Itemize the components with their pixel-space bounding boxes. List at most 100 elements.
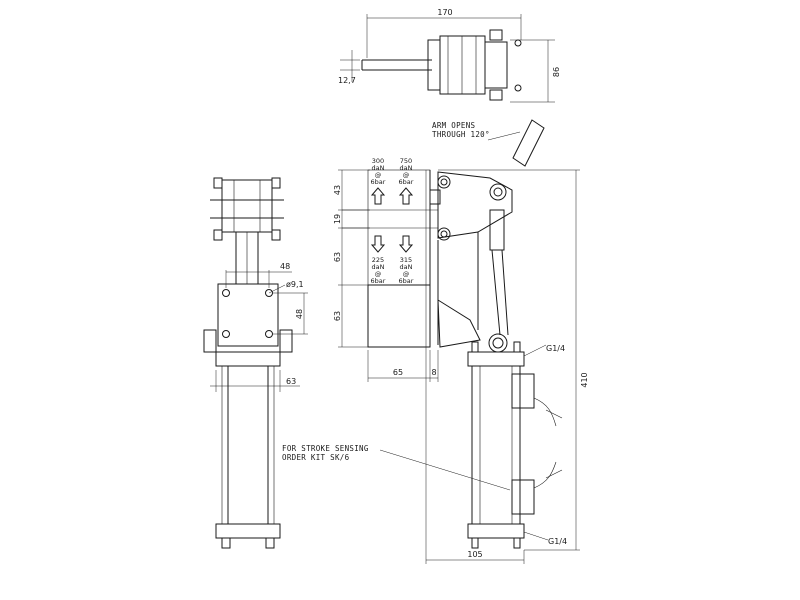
dim-43: 43 — [333, 185, 342, 195]
side-view: 43 19 63 63 300 daN @ 6bar 750 daN @ 6ba… — [282, 157, 589, 564]
piston-rod — [491, 249, 501, 336]
nut-mid — [213, 229, 223, 241]
svg-text:@: @ — [403, 270, 410, 278]
stop-tab — [429, 189, 441, 205]
cylinder-top-cap — [215, 351, 281, 367]
dim-rod: 12,7 — [338, 76, 356, 85]
nut-top — [489, 29, 503, 41]
side-nut — [203, 329, 217, 353]
side-nut — [279, 329, 293, 353]
mounting-hole — [222, 289, 230, 297]
svg-text:daN: daN — [372, 263, 385, 271]
nut-mid — [271, 229, 281, 241]
pivot-circle — [437, 175, 451, 189]
pivot-circle-inner — [440, 178, 448, 186]
piston-rod-upper — [489, 209, 505, 251]
dim-65: 65 — [393, 368, 403, 377]
mounting-hole — [265, 330, 273, 338]
dim-105: 105 — [467, 550, 482, 559]
svg-text:daN: daN — [400, 164, 413, 172]
piston-rod — [501, 249, 509, 336]
port-bottom-label: G1/4 — [548, 537, 567, 546]
dim-410: 410 — [580, 372, 589, 387]
clamp-head-body — [439, 35, 486, 95]
nut-bottom — [265, 537, 275, 549]
rod-end-circle — [488, 333, 508, 353]
cylinder-bottom-cap — [467, 523, 525, 539]
stroke-sensor-upper — [511, 373, 535, 409]
dim-86: 86 — [552, 67, 561, 77]
nut-bottom — [471, 537, 479, 549]
arrow-up-icon — [370, 187, 386, 205]
arrow-down-icon — [398, 235, 414, 253]
head-frame — [221, 179, 273, 233]
svg-text:6bar: 6bar — [399, 178, 414, 186]
leader-line — [268, 284, 286, 294]
sensor-note-line-2: ORDER KIT SK/6 — [282, 453, 350, 462]
dim-63-lower: 63 — [333, 311, 342, 321]
dim-63-upper: 63 — [333, 252, 342, 262]
leader-line — [487, 131, 521, 141]
pivot-circle — [489, 183, 507, 201]
sensor-cable — [533, 397, 557, 427]
dim-hole: ø9,1 — [286, 280, 304, 289]
clamp-arm — [437, 171, 513, 239]
nut-bottom — [513, 537, 521, 549]
svg-text:@: @ — [375, 270, 382, 278]
nut-top — [513, 341, 521, 353]
opened-arm-outline — [512, 119, 545, 167]
nut-top — [271, 177, 281, 189]
svg-text:300: 300 — [372, 157, 384, 165]
bolt-circle — [514, 84, 522, 92]
dim-8: 8 — [431, 368, 436, 377]
svg-text:750: 750 — [400, 157, 412, 165]
nut-bottom — [221, 537, 231, 549]
arm-opening-note: ARM OPENS THROUGH 120° — [432, 119, 545, 167]
svg-text:6bar: 6bar — [399, 277, 414, 285]
leader-line — [379, 449, 511, 491]
svg-text:@: @ — [403, 171, 410, 179]
nut-bottom — [489, 89, 503, 101]
rod-end-circle-inner — [492, 337, 504, 349]
force-close-a: 225 daN @ 6bar — [370, 235, 386, 285]
cable-break-mark — [545, 469, 563, 479]
svg-text:225: 225 — [372, 256, 384, 264]
svg-text:6bar: 6bar — [371, 178, 386, 186]
cable-break-mark — [545, 409, 563, 419]
dim-48-side: 48 — [295, 309, 304, 319]
nut-top — [471, 341, 479, 353]
port-top-label: G1/4 — [546, 344, 565, 353]
dim-63: 63 — [286, 377, 296, 386]
svg-text:6bar: 6bar — [371, 277, 386, 285]
arrow-down-icon — [370, 235, 386, 253]
cylinder-bottom-cap — [215, 523, 281, 539]
dim-19: 19 — [333, 214, 342, 224]
cylinder-barrel — [471, 365, 521, 525]
front-view: 48 ø9,1 48 63 — [203, 177, 308, 549]
force-close-b: 315 daN @ 6bar — [398, 235, 414, 285]
mounting-plate — [217, 283, 279, 347]
force-open-b: 750 daN @ 6bar — [398, 157, 414, 205]
dim-48-top: 48 — [280, 262, 290, 271]
clamp-head-plate — [427, 39, 441, 91]
bolt-circle — [514, 39, 522, 47]
link-plate — [437, 299, 481, 348]
clevis — [484, 41, 508, 89]
svg-text:daN: daN — [400, 263, 413, 271]
stroke-sensor-lower — [511, 479, 535, 515]
arm-note-line-2: THROUGH 120° — [432, 130, 490, 139]
mounting-hole — [222, 330, 230, 338]
arm-note-line-1: ARM OPENS — [432, 121, 476, 130]
arrow-up-icon — [398, 187, 414, 205]
nut-top — [213, 177, 223, 189]
pivot-circle — [437, 227, 451, 241]
pivot-circle-inner — [493, 187, 503, 197]
leader-line — [523, 344, 547, 357]
cylinder-top-cap — [467, 351, 525, 367]
leader-line — [523, 531, 549, 541]
svg-text:daN: daN — [372, 164, 385, 172]
sensor-cable — [533, 461, 557, 489]
force-open-a: 300 daN @ 6bar — [370, 157, 386, 205]
sensor-note-line-1: FOR STROKE SENSING — [282, 444, 369, 453]
